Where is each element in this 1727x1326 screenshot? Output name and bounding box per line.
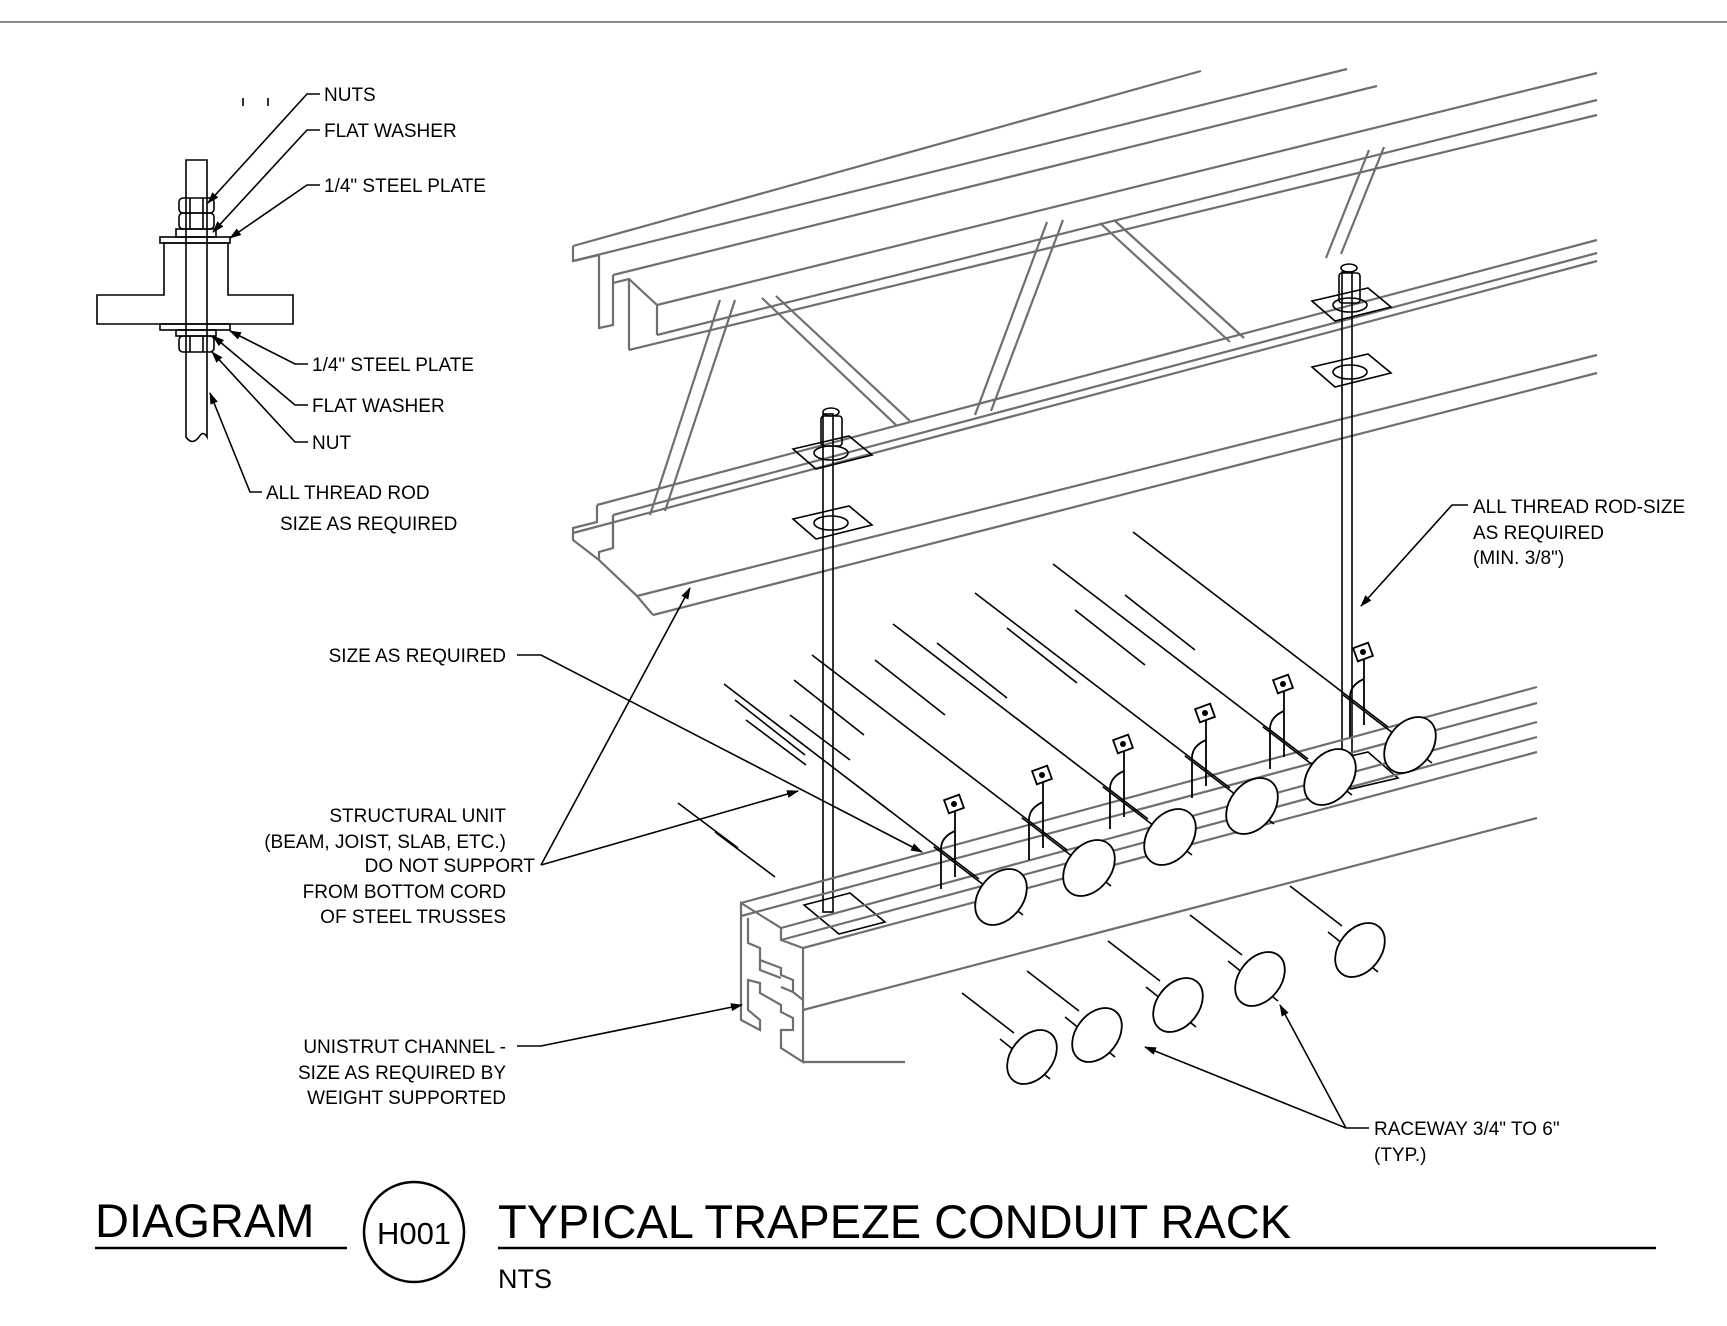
diagram-word: DIAGRAM: [95, 1194, 314, 1247]
top-conduits: [677, 531, 1437, 926]
main-labels: ALL THREAD ROD-SIZE AS REQUIRED (MIN. 3/…: [264, 497, 1685, 1166]
label-unistrut-2: SIZE AS REQUIRED BY: [298, 1063, 506, 1084]
label-nuts: NUTS: [324, 85, 376, 106]
label-structural-1: STRUCTURAL UNIT: [329, 806, 506, 827]
label-rod-size-3: (MIN. 3/8"): [1473, 548, 1564, 569]
label-raceway-1: RACEWAY 3/4" TO 6": [1374, 1119, 1560, 1140]
thread-rod: [185, 159, 208, 443]
label-rod-line2: SIZE AS REQUIRED: [280, 514, 457, 535]
tee-plate: [96, 242, 294, 325]
label-rod-line1: ALL THREAD ROD: [266, 483, 430, 504]
scale-note: NTS: [498, 1264, 552, 1294]
top-conduit: [892, 623, 1197, 866]
top-conduit: [1132, 531, 1437, 774]
bottom-steel-plate: [159, 323, 231, 331]
left-hanger-rod: [791, 407, 887, 935]
label-size-as-required: SIZE AS REQUIRED: [329, 646, 506, 667]
top-conduit: [1052, 563, 1357, 806]
main-leaders: [517, 504, 1468, 1129]
top-conduit: [974, 592, 1279, 835]
label-structural-3: DO NOT SUPPORT: [365, 856, 536, 877]
bottom-conduit: [961, 992, 1058, 1085]
right-hanger-rod: [1310, 263, 1400, 790]
label-structural-2: (BEAM, JOIST, SLAB, ETC.): [264, 832, 506, 853]
label-flat-washer-bottom: FLAT WASHER: [312, 396, 445, 417]
top-nut-1: [178, 197, 215, 214]
label-unistrut-3: WEIGHT SUPPORTED: [307, 1088, 506, 1109]
diagram-id-bubble: [362, 1180, 466, 1284]
top-steel-plate: [159, 236, 231, 244]
label-steel-plate-bottom: 1/4" STEEL PLATE: [312, 355, 474, 376]
label-unistrut-1: UNISTRUT CHANNEL -: [303, 1037, 506, 1058]
steel-joist-truss: [571, 67, 1598, 617]
bottom-nut: [178, 335, 215, 353]
diagram-id: H001: [377, 1216, 451, 1251]
label-structural-4: FROM BOTTOM CORD: [303, 882, 506, 903]
top-conduit: [811, 654, 1116, 897]
label-rod-size-1: ALL THREAD ROD-SIZE: [1473, 497, 1685, 518]
rod-attachment-detail: NUTS FLAT WASHER 1/4" STEEL PLATE 1/4" S…: [96, 85, 486, 535]
drawing-title: TYPICAL TRAPEZE CONDUIT RACK: [498, 1195, 1291, 1248]
label-steel-plate-top: 1/4" STEEL PLATE: [324, 176, 486, 197]
top-conduit: [723, 683, 1028, 926]
label-raceway-2: (TYP.): [1374, 1145, 1426, 1166]
title-block: DIAGRAM H001 TYPICAL TRAPEZE CONDUIT RAC…: [95, 1180, 1656, 1294]
label-structural-5: OF STEEL TRUSSES: [320, 907, 506, 928]
bottom-conduit: [1189, 914, 1286, 1007]
bottom-conduit: [1026, 970, 1123, 1063]
bottom-conduits: [961, 885, 1386, 1085]
label-flat-washer-top: FLAT WASHER: [324, 121, 457, 142]
label-nut: NUT: [312, 433, 351, 454]
bottom-conduit: [1289, 885, 1386, 978]
top-nut-2: [178, 212, 215, 230]
bottom-conduit: [1107, 940, 1204, 1033]
label-rod-size-2: AS REQUIRED: [1473, 523, 1604, 544]
